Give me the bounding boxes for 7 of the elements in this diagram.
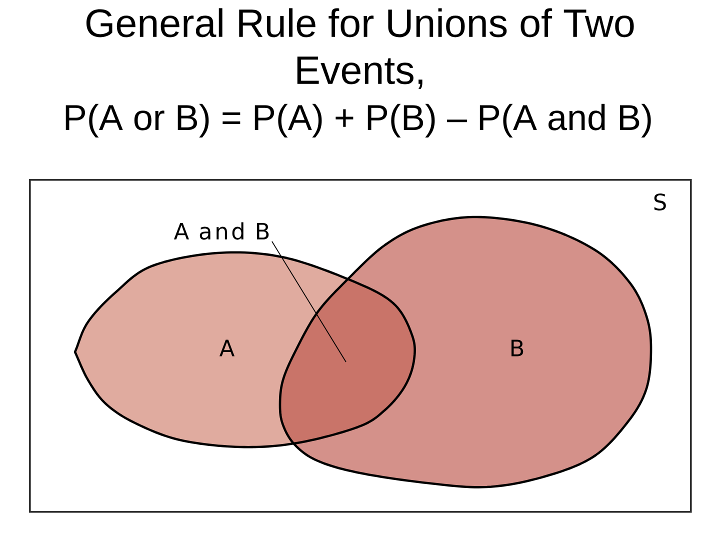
title: General Rule for Unions of Two Events, [86, 8, 634, 89]
overlap-region [278, 278, 416, 445]
leader-line [271, 240, 346, 362]
venn-region: A [74, 251, 350, 448]
region-label: A and B [174, 222, 269, 240]
formula: P(A or B) = P(A) + P(B) – P(A and B) [66, 104, 651, 138]
venn-region: B [292, 216, 652, 488]
